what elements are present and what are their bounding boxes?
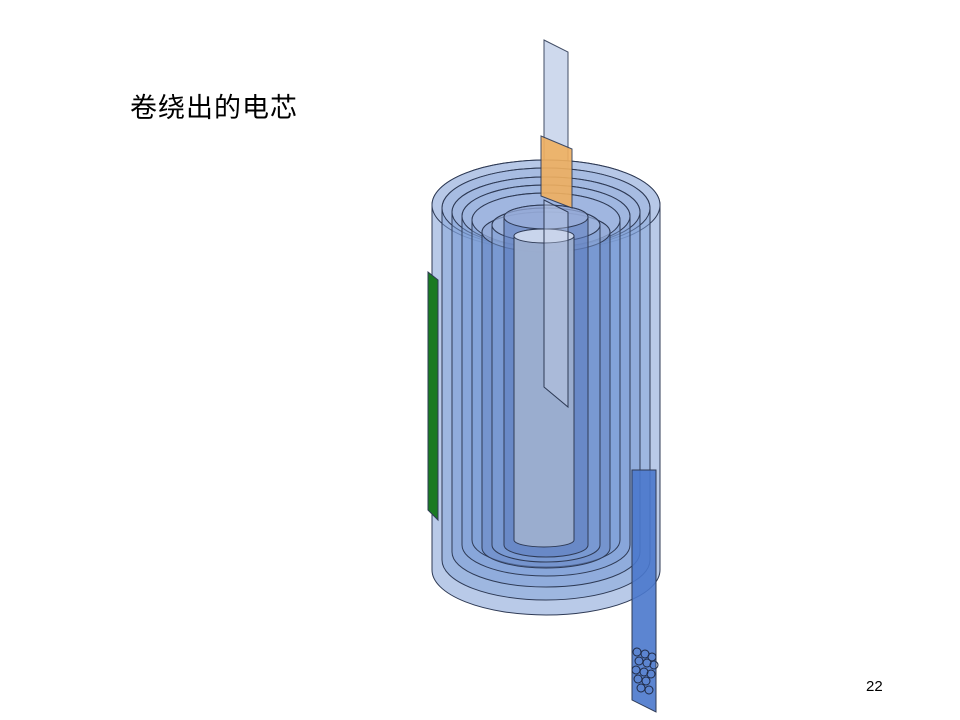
- slide-title: 卷绕出的电芯: [130, 93, 298, 124]
- top-tab-weld: [540, 135, 573, 209]
- bottom-tab-dots: [631, 647, 659, 695]
- side-tab-green: [427, 270, 439, 522]
- top-tab-inner: [543, 199, 569, 409]
- page-number: 22: [866, 678, 883, 695]
- bottom-tab-strip: [631, 469, 657, 713]
